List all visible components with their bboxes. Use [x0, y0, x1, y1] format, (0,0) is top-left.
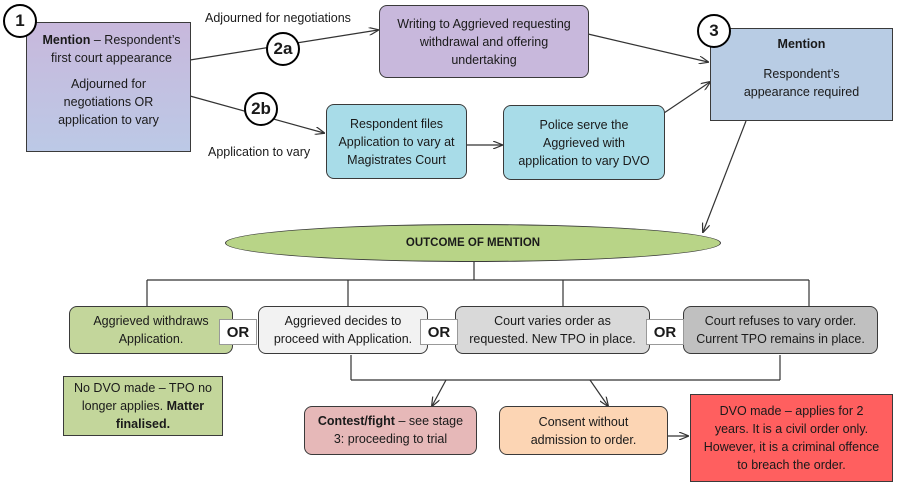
- writing-to-aggrieved-box: Writing to Aggrieved requesting withdraw…: [379, 5, 589, 78]
- arrow-to-contest: [432, 379, 447, 406]
- option-court-refuses: Court refuses to vary order. Current TPO…: [683, 306, 878, 354]
- mention1-title: Mention: [42, 33, 91, 47]
- option-aggrieved-proceeds: Aggrieved decides to proceed with Applic…: [258, 306, 428, 354]
- consent-box: Consent without admission to order.: [499, 406, 668, 455]
- step-1-marker: 1: [3, 4, 37, 38]
- respondent-files-box: Respondent files Application to vary at …: [326, 104, 467, 179]
- contest-fight-box: Contest/fight – see stage 3: proceeding …: [304, 406, 477, 455]
- option-aggrieved-withdraws: Aggrieved withdraws Application.: [69, 306, 233, 354]
- mention1-heading: Mention – Respondent’s first court appea…: [33, 31, 184, 67]
- contest-bold: Contest/fight: [317, 414, 395, 428]
- police-serve-box: Police serve the Aggrieved with applicat…: [503, 105, 665, 180]
- step-3-marker: 3: [697, 14, 731, 48]
- option-court-varies: Court varies order as requested. New TPO…: [455, 306, 650, 354]
- mention3-body: Respondent’s appearance required: [743, 67, 860, 99]
- mention3-title: Mention: [777, 37, 826, 51]
- mention-appearance-required-box: Mention Respondent’s appearance required: [710, 28, 893, 121]
- contest-text: – see stage 3: proceeding to trial: [333, 414, 464, 446]
- step-2b-marker: 2b: [244, 92, 278, 126]
- mention1-desc: – Respondent’s first court appearance: [51, 33, 181, 65]
- no-dvo-made-box: No DVO made – TPO no longer applies. Mat…: [63, 376, 223, 436]
- or-separator-1: OR: [219, 319, 257, 345]
- no-dvo-bold: Matter finalised.: [115, 399, 205, 431]
- arrow-writing-to-mention3: [587, 33, 708, 62]
- outcome-of-mention-oval: OUTCOME OF MENTION: [225, 224, 721, 262]
- dvo-made-box: DVO made – applies for 2 years. It is a …: [690, 394, 893, 482]
- arrow-to-consent: [589, 379, 608, 406]
- or-separator-3: OR: [646, 319, 684, 345]
- mention-first-appearance-box: Mention – Respondent’s first court appea…: [26, 22, 191, 152]
- or-separator-2: OR: [420, 319, 458, 345]
- step-2a-marker: 2a: [266, 32, 300, 66]
- mention1-body: Adjourned for negotiations OR applicatio…: [58, 77, 159, 127]
- arrow-mention3-to-outcome: [703, 120, 747, 232]
- label-adjourned: Adjourned for negotiations: [205, 11, 351, 25]
- label-application-to-vary: Application to vary: [208, 145, 311, 159]
- no-dvo-text: No DVO made – TPO no longer applies.: [73, 381, 213, 413]
- arrow-police-to-mention3: [663, 82, 710, 114]
